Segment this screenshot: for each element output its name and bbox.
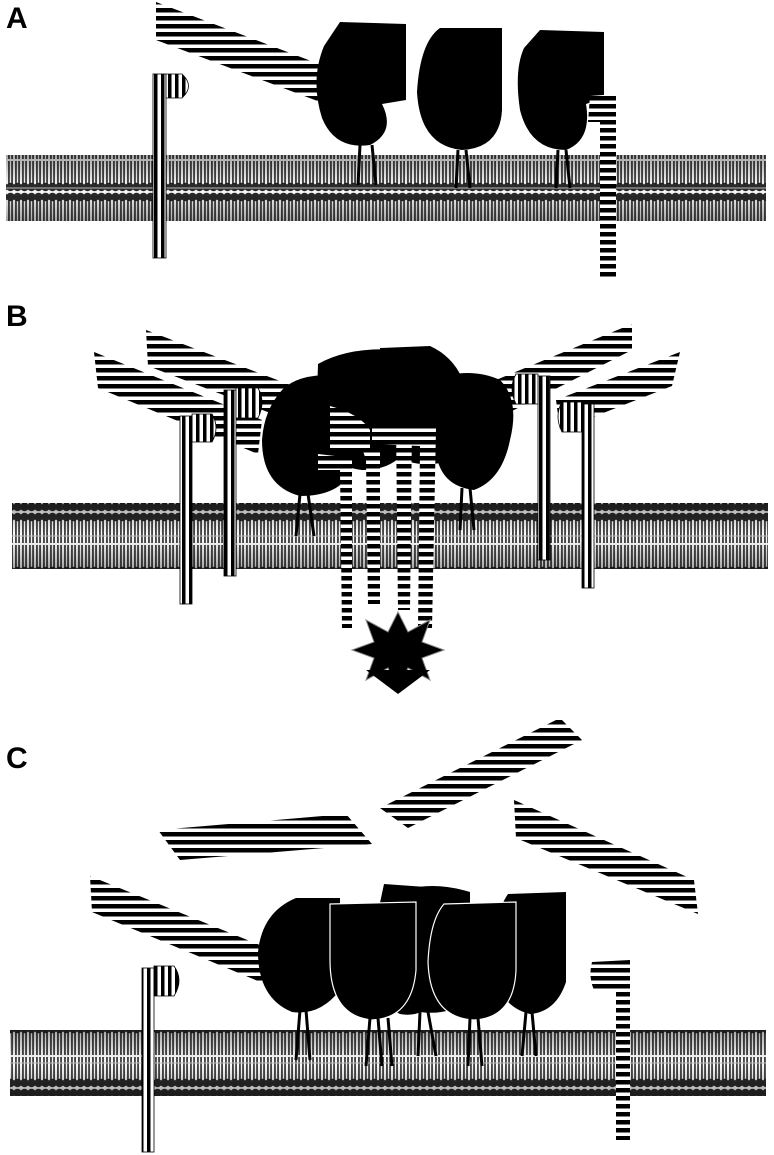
ligand-c-4 (90, 876, 272, 986)
panel-b (12, 324, 768, 694)
membrane-c (10, 1030, 766, 1096)
down-arrow-icon (366, 670, 430, 694)
panel-a (6, 2, 766, 278)
ligand-c-2 (380, 718, 582, 828)
panel-c (10, 718, 766, 1152)
membrane-a (6, 155, 766, 221)
ligand-c-1 (158, 814, 372, 860)
membrane-b (12, 503, 768, 569)
